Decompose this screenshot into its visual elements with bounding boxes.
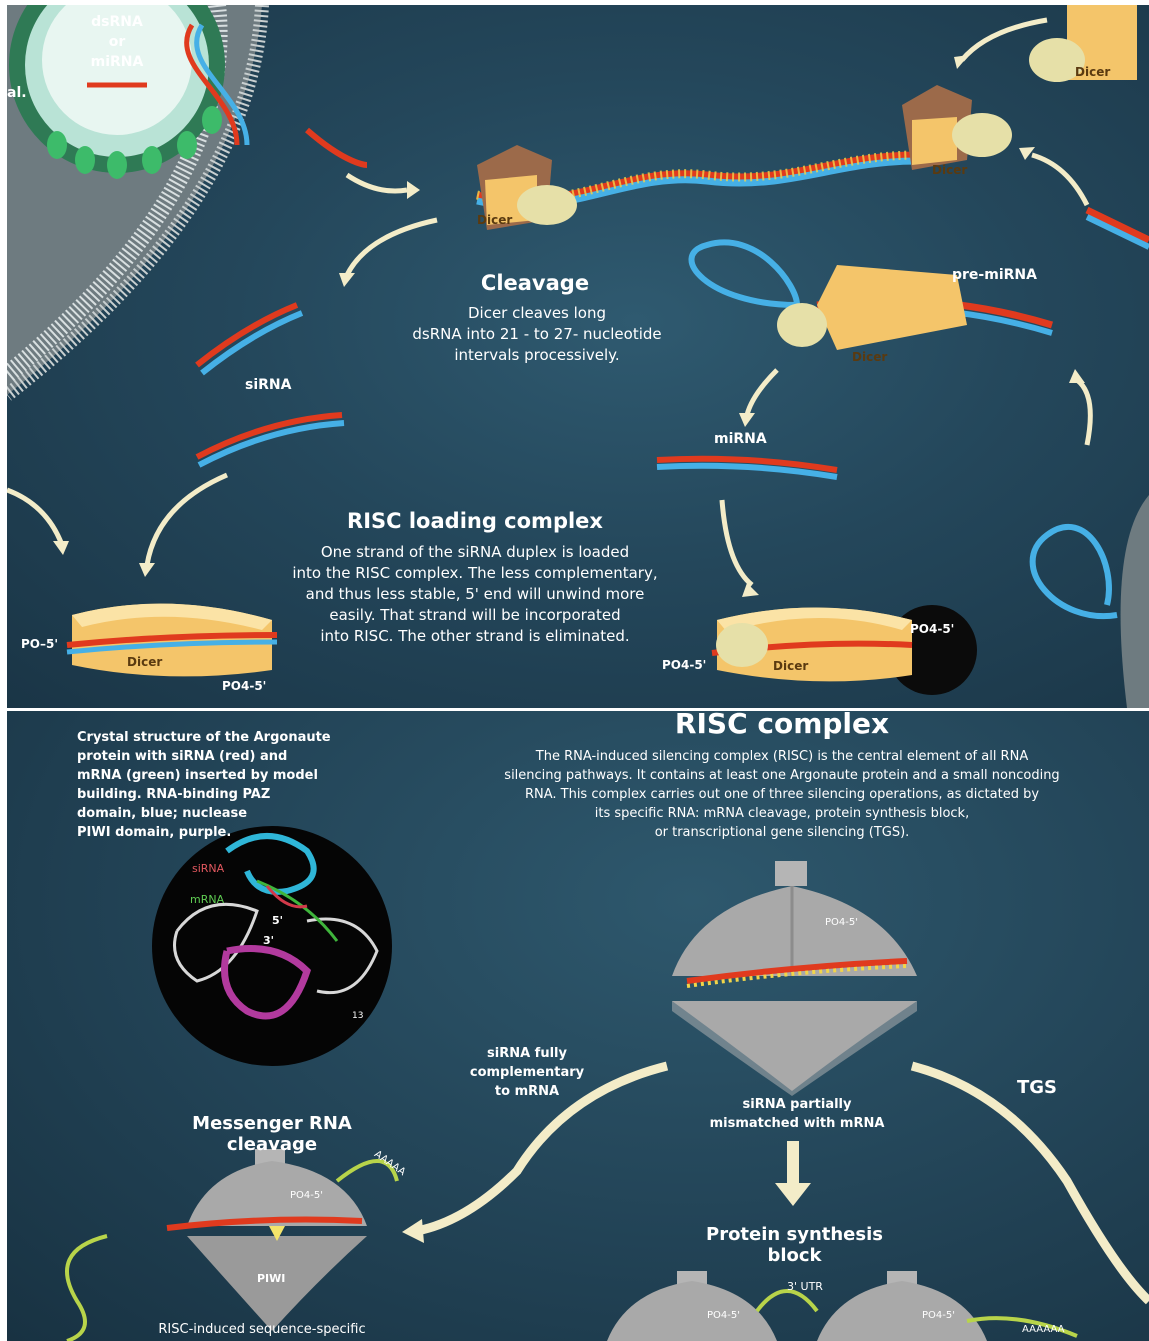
risc-loading-title: RISC loading complex [325,509,625,533]
virus-label-line-2: or [85,32,149,52]
dicer-enzyme-right [902,85,1012,170]
partial-line: mismatched with mRNA [697,1114,897,1133]
risc-complex-protein-block [607,1271,1077,1341]
piwi-label: PIWI [257,1272,285,1285]
bottom-caption: RISC-induced sequence-specific [142,1320,382,1339]
cleavage-text: Dicer cleaves long dsRNA into 21 - to 27… [377,303,697,366]
risc-complex-text: The RNA-induced silencing complex (RISC)… [462,747,1102,842]
utr-label: 3' UTR [787,1280,823,1293]
po-label-left: PO–5' [21,637,58,651]
risc-loading-line: into RISC. The other strand is eliminate… [275,626,675,647]
cleavage-text-line: Dicer cleaves long [377,303,697,324]
dicer-label-loading-right: Dicer [773,659,808,673]
po4-label-main-risc: PO4-5' [825,917,858,928]
crystal-text-line: building. RNA-binding PAZ [77,785,337,804]
crystal-mrna-label: mRNA [190,893,224,906]
risc-loading-line: One strand of the siRNA duplex is loaded [275,542,675,563]
risc-text-line: silencing pathways. It contains at least… [462,766,1102,785]
fully-complementary-label: siRNA fully complementary to mRNA [462,1044,592,1101]
sirna-label: siRNA [245,377,291,393]
po4-label-cleavage-risc: PO4-5' [290,1190,323,1201]
crystal-text-line: protein with siRNA (red) and [77,747,337,766]
crystal-3-label: 3' [263,934,274,947]
cleavage-text-line: intervals processively. [377,345,697,366]
risc-loading-text: One strand of the siRNA duplex is loaded… [275,542,675,647]
pre-mirna-hairpin [691,242,1117,616]
crystal-sirna-label: siRNA [192,862,224,875]
dicer-label-corner: Dicer [1075,65,1110,79]
crystal-text-line: mRNA (green) inserted by model [77,766,337,785]
dicer-label-center: Dicer [477,213,512,227]
risc-text-line: or transcriptional gene silencing (TGS). [462,823,1102,842]
partially-mismatched-label: siRNA partially mismatched with mRNA [697,1095,897,1133]
mirna-label: miRNA [714,431,767,447]
protein-synthesis-block-title: Protein synthesis block [677,1224,912,1266]
risc-loading-line: and thus less stable, 5' end will unwind… [275,584,675,605]
cell-membrane-right [1121,495,1149,708]
dicer-label-right: Dicer [932,163,967,177]
dicer-label-loading-left: Dicer [127,655,162,669]
mrna-cleavage-title: Messenger RNA cleavage [147,1113,397,1155]
risc-complex-main [672,861,917,1096]
virus-label-line-3: miRNA [85,52,149,72]
risc-text-line: RNA. This complex carries out one of thr… [462,785,1102,804]
risc-text-line: its specific RNA: mRNA cleavage, protein… [462,804,1102,823]
crystal-ref-number: 13 [352,1011,363,1021]
dicer-label-pre-mirna: Dicer [852,350,887,364]
bottom-diagram-panel: Crystal structure of the Argonaute prote… [7,711,1149,1341]
risc-complex-title: RISC complex [627,711,937,740]
cleavage-title: Cleavage [435,271,635,295]
crystal-text-line: Crystal structure of the Argonaute [77,728,337,747]
po4-label-block-risc-a: PO4-5' [707,1310,740,1321]
cleavage-text-line: dsRNA into 21 - to 27- nucleotide [377,324,697,345]
risc-loading-line: easily. That strand will be incorporated [275,605,675,626]
crystal-text-line: PIWI domain, purple. [77,823,337,842]
dicer-loading-right [712,605,977,695]
partial-line: siRNA partially [697,1095,897,1114]
virus-label-line-1: dsRNA [85,12,149,32]
crystal-5-label: 5' [272,914,283,927]
po4-label-right-b: PO4-5' [910,622,954,636]
polya-label-block: AAAAAA [1022,1324,1064,1335]
po4-label-left: PO4-5' [222,679,266,693]
po4-label-right-a: PO4-5' [662,658,706,672]
fully-comp-line: siRNA fully [462,1044,592,1063]
po4-label-block-risc-b: PO4-5' [922,1310,955,1321]
risc-text-line: The RNA-induced silencing complex (RISC)… [462,747,1102,766]
crystal-text-line: domain, blue; nuclease [77,804,337,823]
risc-loading-line: into the RISC complex. The less compleme… [275,563,675,584]
crystal-description: Crystal structure of the Argonaute prote… [77,728,337,842]
fully-comp-line: complementary [462,1063,592,1082]
top-diagram-panel: dsRNA or miRNA al. Dicer Dicer Dicer Dic… [7,5,1149,708]
edge-text: al. [7,85,27,101]
tgs-label: TGS [1017,1077,1057,1098]
virus-label: dsRNA or miRNA [85,12,149,72]
risc-complex-cleavage [67,1149,397,1341]
dicer-loading-left [67,604,277,677]
pre-mirna-label: pre-miRNA [952,267,1037,283]
fully-comp-line: to mRNA [462,1082,592,1101]
